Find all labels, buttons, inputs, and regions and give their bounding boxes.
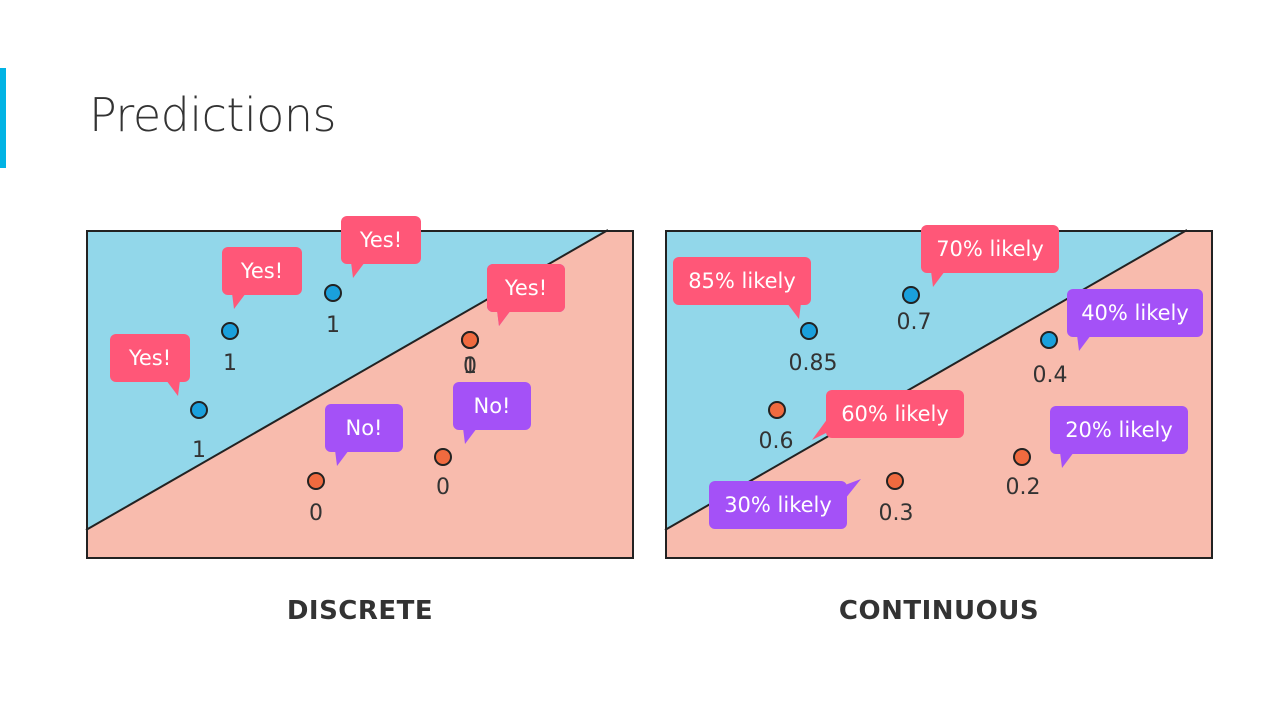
point-label: 0 [463, 354, 477, 379]
bubble-body [673, 257, 811, 305]
bubble-body [709, 481, 847, 529]
point-label: 1 [223, 351, 237, 376]
point-label: 0.6 [759, 429, 794, 454]
prediction-bubble: 20% likely [1050, 406, 1188, 468]
bubble-text: 60% likely [841, 402, 949, 426]
point-label: 0.85 [789, 351, 838, 376]
negative-point [461, 331, 479, 349]
bubble-text: 30% likely [724, 493, 832, 517]
point-label: 1 [192, 438, 206, 463]
bubble-tail [812, 418, 828, 440]
bubble-text: 85% likely [688, 269, 796, 293]
continuous-diagram: 0.85 85% likely 0.7 70% likely 0.4 40% likely… [664, 225, 1213, 559]
bubble-body [1050, 406, 1188, 454]
bubble-tail [351, 262, 365, 278]
point-label: 0.4 [1033, 363, 1068, 388]
point-label: 0 [436, 475, 450, 500]
prediction-bubble: 85% likely [673, 257, 811, 319]
positive-point [800, 322, 818, 340]
bubble-body [826, 390, 964, 438]
bubble-body [341, 216, 421, 264]
negative-point [768, 401, 786, 419]
bubble-tail [845, 479, 861, 499]
prediction-bubble: No! [325, 404, 403, 466]
bubble-body [222, 247, 302, 295]
point-label: 0 [309, 501, 323, 526]
point-label: 1 [463, 354, 477, 379]
point-label: 0.3 [879, 501, 914, 526]
negative-point [434, 448, 452, 466]
bubble-tail [787, 303, 801, 319]
decision-boundary [664, 229, 1188, 531]
prediction-bubble: Yes! [487, 264, 565, 326]
bubble-tail [1077, 335, 1091, 351]
discrete-caption: DISCRETE [286, 596, 434, 626]
bubble-body [453, 382, 531, 430]
bubble-text: 40% likely [1081, 301, 1189, 325]
bubble-text: No! [474, 394, 511, 418]
bubble-text: Yes! [359, 228, 402, 252]
negative-point [886, 472, 904, 490]
positive-point [324, 284, 342, 302]
prediction-bubble: No! [453, 382, 531, 444]
negative-point [307, 472, 325, 490]
positive-point [1040, 331, 1058, 349]
bubble-text: 70% likely [936, 237, 1044, 261]
bubble-tail [232, 293, 246, 309]
continuous-caption: CONTINUOUS [838, 596, 1040, 626]
negative-region [86, 230, 634, 559]
bubble-body [1067, 289, 1203, 337]
prediction-bubble: Yes! [341, 216, 421, 278]
prediction-bubble: 70% likely [921, 225, 1059, 287]
point-label: 0.2 [1006, 475, 1041, 500]
prediction-bubble: Yes! [110, 334, 190, 396]
accent-bar [0, 68, 6, 168]
negative-point [1013, 448, 1031, 466]
bubble-body [487, 264, 565, 312]
bubble-body [325, 404, 403, 452]
bubble-text: 20% likely [1065, 418, 1173, 442]
prediction-bubble: 30% likely [709, 479, 861, 529]
positive-point [221, 322, 239, 340]
bubble-body [921, 225, 1059, 273]
page-title: Predictions [89, 88, 336, 142]
continuous-panel: 0.85 85% likely 0.7 70% likely 0.4 40% likely… [664, 225, 1213, 559]
bubble-body [110, 334, 190, 382]
bubble-text: No! [346, 416, 383, 440]
bubble-text: Yes! [240, 259, 283, 283]
point-label: 0.7 [897, 310, 932, 335]
bubble-tail [497, 310, 511, 326]
bubble-tail [1060, 452, 1074, 468]
positive-point [190, 401, 208, 419]
bubble-tail [463, 428, 477, 444]
bubble-tail [931, 271, 945, 287]
point-label: 1 [326, 313, 340, 338]
bubble-tail [335, 450, 349, 466]
bubble-text: Yes! [504, 276, 547, 300]
bubble-text: Yes! [128, 346, 171, 370]
prediction-bubble: 60% likely [812, 390, 964, 440]
prediction-bubble: Yes! [222, 247, 302, 309]
positive-point [902, 286, 920, 304]
bubble-tail [166, 380, 180, 396]
prediction-bubble: 40% likely [1067, 289, 1203, 351]
